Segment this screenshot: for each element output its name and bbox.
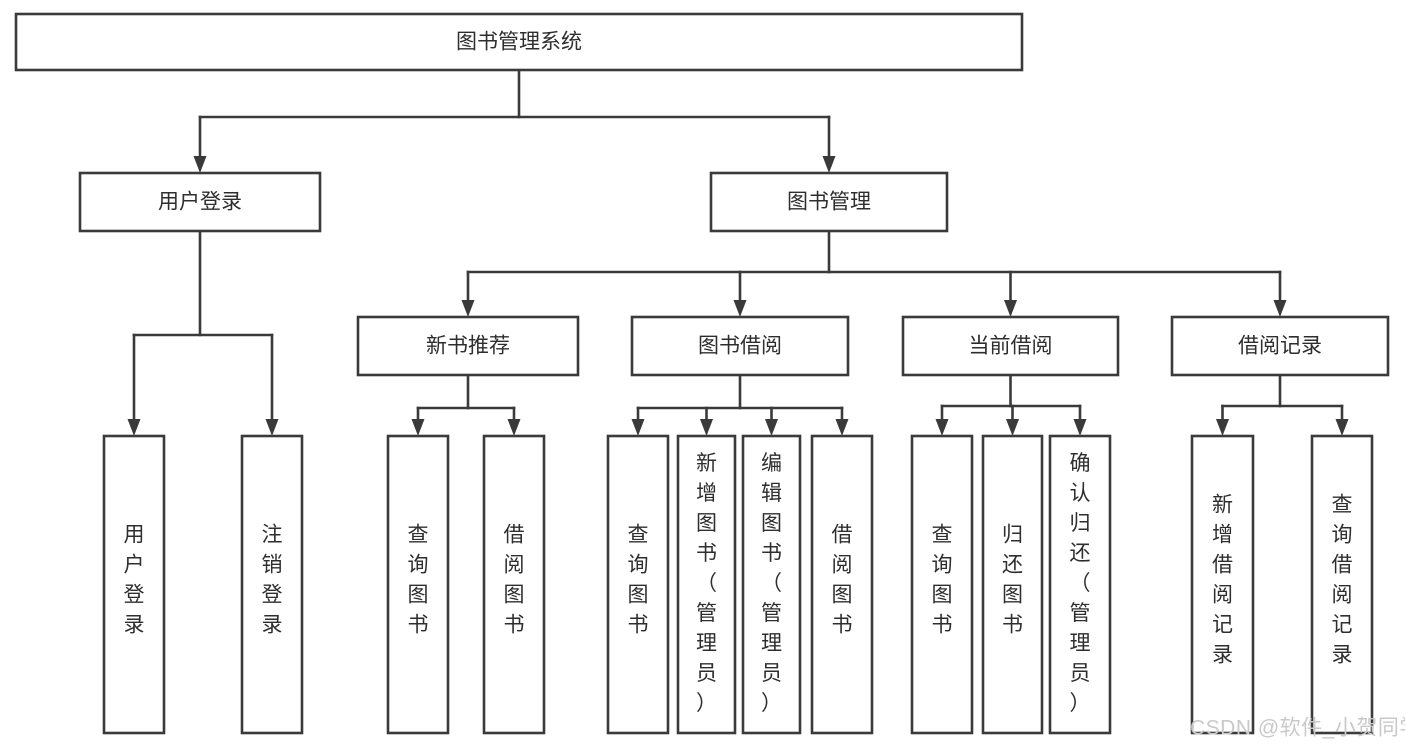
arrow-head-icon [411,419,425,436]
node-box[interactable] [1170,315,1390,377]
node-box[interactable] [386,434,450,735]
node-label: 新书推荐 [426,335,510,358]
arrow-head-icon [1273,300,1287,317]
node-l3_0[interactable]: 用户登录 [102,434,166,735]
arrow-head-icon [1004,300,1017,317]
watermark-layer: CSDN @软件_小贺同学 [1190,717,1405,740]
node-label: 当前借阅 [969,335,1053,358]
arrow-head-icon [1006,419,1019,436]
node-label: 查询图书 [628,524,649,637]
node-l3_1[interactable]: 注销登录 [240,434,304,735]
node-label: 新增借阅记录 [1212,494,1233,667]
node-l3_9[interactable]: 归还图书 [981,434,1044,735]
connector-group-l1_0 [127,229,279,436]
node-layer: 图书管理系统用户登录图书管理新书推荐图书借阅当前借阅借阅记录用户登录注销登录查询… [14,12,1390,735]
node-label: 用户登录 [158,191,242,214]
arrow-head-icon [700,419,713,436]
arrow-head-icon [935,419,949,436]
node-l3_12[interactable]: 查询借阅记录 [1310,434,1374,735]
arrow-head-icon [835,419,849,436]
node-l2_2[interactable]: 当前借阅 [901,315,1120,377]
node-label: 图书管理系统 [456,31,582,54]
node-box[interactable] [482,434,546,735]
node-label: 图书借阅 [698,335,782,358]
arrow-head-icon [127,419,141,436]
connector-group-l1_1 [461,229,1287,317]
node-box[interactable] [102,434,166,735]
connector-group-l2_3 [1216,373,1349,436]
node-box[interactable] [901,315,1120,377]
node-box[interactable] [1310,434,1374,735]
node-l3_11[interactable]: 新增借阅记录 [1190,434,1255,735]
arrow-head-icon [733,300,747,317]
node-label: 借阅图书 [832,524,853,637]
connector-group-root [193,68,836,173]
arrow-head-icon [265,419,279,436]
connector-group-l2_0 [411,373,521,436]
node-box[interactable] [606,434,670,735]
node-label: 新增图书（管理员） [696,452,717,715]
node-label: 查询借阅记录 [1332,494,1353,667]
node-box[interactable] [709,171,949,233]
connector-layer [127,68,1349,436]
node-l3_2[interactable]: 查询图书 [386,434,450,735]
node-label: 注销登录 [262,524,283,637]
arrow-head-icon [1335,419,1349,436]
arrow-head-icon [1073,419,1087,436]
node-l3_4[interactable]: 查询图书 [606,434,670,735]
node-box[interactable] [356,315,580,377]
node-box[interactable] [630,315,850,377]
node-l3_5[interactable]: 新增图书（管理员） [676,434,737,735]
connector-group-l2_2 [935,373,1087,436]
node-box[interactable] [78,171,322,233]
node-l1_1[interactable]: 图书管理 [709,171,949,233]
arrow-head-icon [1216,419,1229,436]
node-box[interactable] [810,434,874,735]
csdn-watermark: CSDN @软件_小贺同学 [1190,717,1405,740]
arrow-head-icon [765,419,778,436]
node-box[interactable] [981,434,1044,735]
node-box[interactable] [1190,434,1255,735]
node-box[interactable] [14,12,1024,72]
node-label: 查询图书 [408,524,429,637]
node-box[interactable] [676,434,737,735]
arrow-head-icon [507,419,521,436]
node-box[interactable] [741,434,802,735]
node-label: 确认归还（管理员） [1070,452,1091,715]
arrow-head-icon [193,156,207,173]
node-l3_8[interactable]: 查询图书 [910,434,974,735]
arrow-head-icon [631,419,645,436]
node-l3_10[interactable]: 确认归还（管理员） [1048,434,1112,735]
node-label: 借阅记录 [1238,335,1322,358]
connector-group-l2_1 [631,373,849,436]
node-l2_3[interactable]: 借阅记录 [1170,315,1390,377]
node-box[interactable] [240,434,304,735]
node-l3_3[interactable]: 借阅图书 [482,434,546,735]
node-box[interactable] [910,434,974,735]
arrow-head-icon [461,300,475,317]
arrow-head-icon [822,156,836,173]
node-label: 查询图书 [932,524,953,637]
node-label: 用户登录 [124,524,145,637]
node-l2_0[interactable]: 新书推荐 [356,315,580,377]
node-l3_7[interactable]: 借阅图书 [810,434,874,735]
node-l3_6[interactable]: 编辑图书（管理员） [741,434,802,735]
node-label: 归还图书 [1002,524,1023,637]
node-label: 借阅图书 [504,524,525,637]
node-label: 图书管理 [787,191,871,214]
node-label: 编辑图书（管理员） [761,452,782,715]
node-box[interactable] [1048,434,1112,735]
node-l2_1[interactable]: 图书借阅 [630,315,850,377]
node-root[interactable]: 图书管理系统 [14,12,1024,72]
node-l1_0[interactable]: 用户登录 [78,171,322,233]
